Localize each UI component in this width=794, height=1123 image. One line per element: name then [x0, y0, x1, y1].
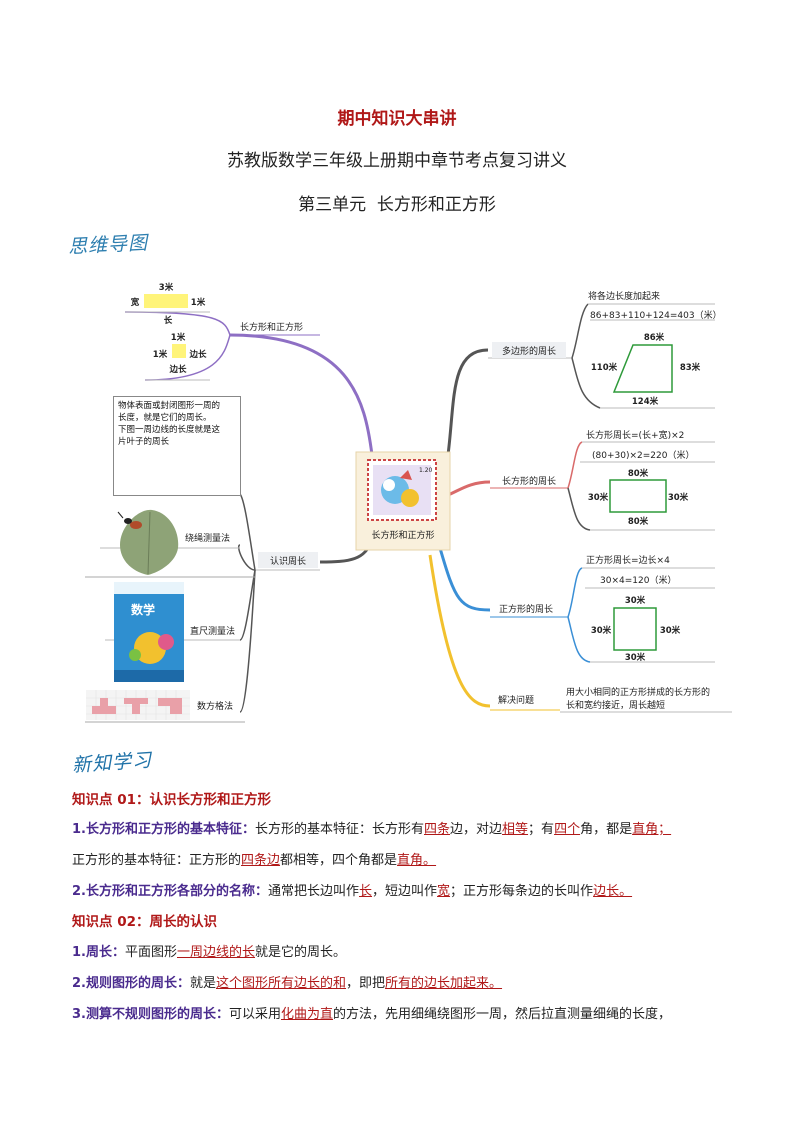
polygon-left-label: 110米	[591, 362, 618, 373]
p4-t1: 就是	[189, 976, 216, 991]
rect-formula: (80+30)×2=220（米）	[592, 449, 694, 461]
polygon-formula: 86+83+110+124=403（米）	[590, 309, 722, 321]
p2-u2: 宽	[437, 884, 451, 899]
square-right-label: 边长	[188, 349, 207, 360]
p5-t2: 的方法，先用细绳绕图形一周，然后拉直测量细绳的长度，	[333, 1007, 672, 1022]
method-rope: 绕绳测量法	[185, 532, 230, 544]
branch-label-square-perimeter: 正方形的周长	[499, 603, 553, 615]
perimeter-desc-line2: 长度，就是它们的周长。	[118, 413, 212, 423]
polygon-right-label: 83米	[680, 362, 701, 373]
p5-t1: 可以采用	[228, 1007, 281, 1022]
knowledge-point-1-title: 知识点 01：认识长方形和正方形	[72, 792, 271, 808]
p3-t1: 平面图形	[124, 945, 177, 960]
perimeter-definition-text: 物体表面或封闭图形一周的 长度，就是它们的周长。 下图一周边线的长度就是这 片叶…	[118, 400, 240, 448]
perimeter-desc-line1: 物体表面或封闭图形一周的	[118, 401, 221, 411]
svg-text:1.20: 1.20	[419, 467, 433, 474]
p4-t2: ，即把	[346, 976, 386, 991]
p1-u3: 四个	[554, 822, 581, 837]
paragraph-basic-features: 1.长方形和正方形的基本特征：长方形的基本特征：长方形有四条边，对边相等；有四个…	[72, 820, 732, 840]
p2-t2: ，短边叫作	[372, 884, 438, 899]
polygon-bottom-label: 124米	[632, 396, 659, 407]
square-left-side: 30米	[591, 625, 612, 636]
p1-t3: ；有	[528, 822, 555, 837]
p5-lead: 3.测算不规则图形的周长：	[72, 1007, 229, 1022]
rect-top-side: 80米	[628, 468, 649, 479]
p4-u1: 这个图形所有边长的和	[216, 976, 347, 991]
p4-u2: 所有的边长加起来。	[385, 976, 503, 991]
p2-t3: ；正方形每条边的长叫作	[450, 884, 594, 899]
square-rule: 正方形周长=边长×4	[586, 554, 670, 566]
branch-label-rect-perimeter: 长方形的周长	[502, 475, 556, 487]
new-learning-section-label: 新知学习	[71, 749, 153, 777]
perimeter-desc-line3: 下图一周边线的长度就是这	[118, 425, 221, 435]
branch-label-perimeter: 认识周长	[270, 555, 306, 567]
square-top-label: 1米	[171, 332, 186, 343]
rect-right-side: 30米	[668, 492, 689, 503]
method-grid: 数方格法	[197, 700, 233, 712]
rect-right-label: 1米	[191, 297, 206, 308]
p1-u2: 相等	[502, 822, 529, 837]
p1-u6: 直角。	[397, 853, 437, 868]
p2-t1: 通常把长边叫作	[267, 884, 359, 899]
paragraph-perimeter: 1.周长：平面图形一周边线的长就是它的周长。	[72, 943, 732, 963]
rect-top-label: 3米	[159, 282, 174, 293]
branch-label-polygon: 多边形的周长	[502, 345, 556, 357]
rect-left-side: 30米	[588, 492, 609, 503]
p3-t2: 就是它的周长。	[255, 945, 347, 960]
square-left-label: 1米	[153, 349, 168, 360]
p1-u5: 四条边	[241, 853, 281, 868]
p1-t1: 长方形的基本特征：长方形有	[254, 822, 424, 837]
paragraph-square-features: 正方形的基本特征：正方形的四条边都相等，四个角都是直角。	[72, 851, 732, 871]
square-bottom-label: 边长	[168, 364, 187, 375]
p1-t4: 角，都是	[580, 822, 633, 837]
polygon-top-label: 86米	[644, 332, 665, 343]
rect-rule: 长方形周长=(长+宽)×2	[586, 429, 684, 441]
p1-u4: 直角；	[632, 822, 672, 837]
paragraph-part-names: 2.长方形和正方形各部分的名称：通常把长边叫作长，短边叫作宽；正方形每条边的长叫…	[72, 882, 732, 902]
branch-label-problem: 解决问题	[498, 694, 534, 706]
mind-map: 1.20 长方形和正方形 3米 宽 1米 长 1米 1米 边长 边长 长方形和正…	[85, 282, 732, 723]
stamp-image: 1.20	[367, 459, 437, 521]
page-subtitle: 苏教版数学三年级上册期中章节考点复习讲义	[227, 151, 567, 171]
textbook-cover-image: 数学	[114, 582, 184, 682]
p1-lead: 1.长方形和正方形的基本特征：	[72, 822, 255, 837]
center-node-label: 长方形和正方形	[371, 529, 434, 541]
square-top-side: 30米	[625, 595, 646, 606]
method-ruler: 直尺测量法	[190, 625, 235, 637]
page-title: 期中知识大串讲	[337, 109, 457, 129]
book-cover-title: 数学	[131, 602, 155, 617]
square-right-side: 30米	[660, 625, 681, 636]
polygon-rule: 将各边长度加起来	[588, 290, 660, 302]
p3-u1: 一周边线的长	[177, 945, 256, 960]
p1-t6: 都相等，四个角都是	[280, 853, 398, 868]
rect-bottom-label: 长	[164, 315, 173, 326]
rect-left-label: 宽	[130, 297, 140, 308]
paragraph-regular-perimeter: 2.规则图形的周长：就是这个图形所有边长的和，即把所有的边长加起来。	[72, 974, 732, 994]
perimeter-definition-box	[113, 396, 241, 496]
p4-lead: 2.规则图形的周长：	[72, 976, 190, 991]
branch-label-rect-square: 长方形和正方形	[240, 321, 303, 333]
perimeter-desc-line4: 片叶子的周长	[118, 437, 170, 447]
square-formula: 30×4=120（米）	[600, 574, 676, 586]
p2-lead: 2.长方形和正方形各部分的名称：	[72, 884, 268, 899]
paragraph-irregular-perimeter: 3.测算不规则图形的周长：可以采用化曲为直的方法，先用细绳绕图形一周，然后拉直测…	[72, 1005, 742, 1025]
grid-shapes-image	[86, 690, 190, 720]
p3-lead: 1.周长：	[72, 945, 125, 960]
problem-desc-line2: 长和宽约接近，周长越短	[566, 699, 665, 711]
p2-u1: 长	[359, 884, 373, 899]
p1-u1: 四条	[424, 822, 451, 837]
rect-bottom-side: 80米	[628, 516, 649, 527]
leaf-image	[117, 509, 179, 575]
p2-u3: 边长。	[593, 884, 633, 899]
unit-title: 第三单元 长方形和正方形	[298, 195, 496, 215]
p1-t2: 边，对边	[450, 822, 503, 837]
knowledge-point-2-title: 知识点 02：周长的认识	[72, 914, 217, 930]
p5-u1: 化曲为直	[281, 1007, 334, 1022]
square-bottom-side: 30米	[625, 652, 646, 663]
problem-desc-line1: 用大小相同的正方形拼成的长方形的	[566, 686, 710, 698]
p1-t5: 正方形的基本特征：正方形的	[72, 853, 242, 868]
